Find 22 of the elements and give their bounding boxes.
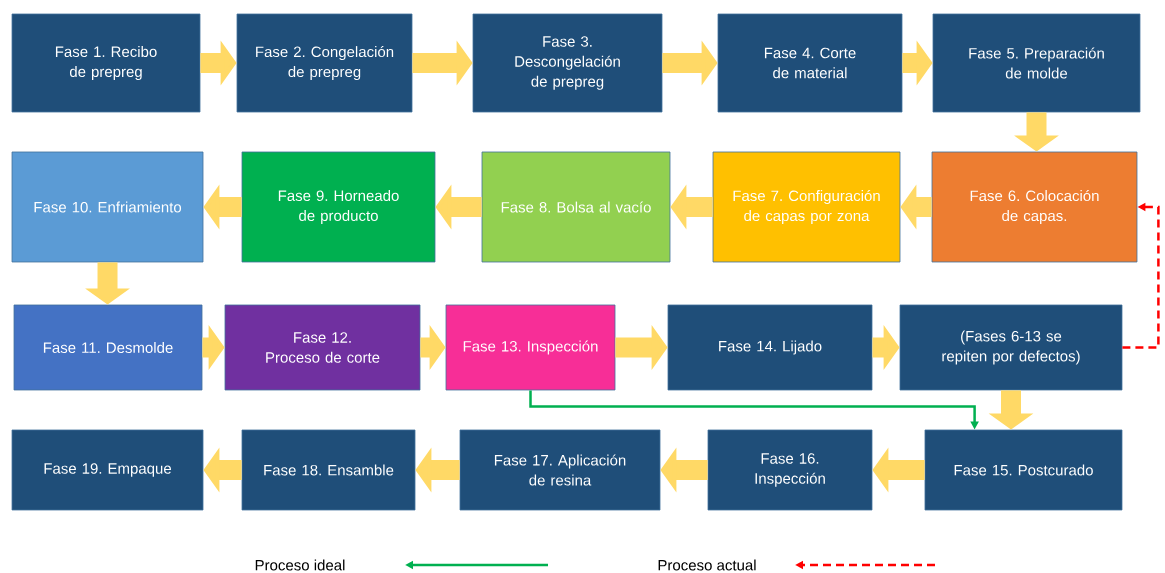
process-box: Fase 6. Colocación de capas.	[931, 151, 1138, 263]
process-box: Fase 2. Congelación de prepreg	[236, 13, 413, 113]
process-box: Fase 10. Enfriamiento	[11, 151, 204, 263]
process-box: Fase 7. Configuración de capas por zona	[712, 151, 901, 263]
process-box: Fase 4. Corte de material	[717, 13, 903, 113]
process-box: Fase 12. Proceso de corte	[224, 304, 421, 391]
process-box: Fase 15. Postcurado	[924, 429, 1123, 511]
legend-label: Proceso actual	[658, 559, 756, 571]
process-box: Fase 5. Preparación de molde	[932, 13, 1141, 113]
legend-label: Proceso ideal	[255, 559, 345, 571]
process-box: Fase 17. Aplicación de resina	[459, 429, 661, 511]
process-box: Fase 13. Inspección	[445, 304, 616, 391]
process-box: Fase 19. Empaque	[11, 429, 204, 511]
process-box: Fase 8. Bolsa al vacío	[481, 151, 671, 263]
process-box: Fase 14. Lijado	[667, 304, 873, 391]
process-box: Fase 1. Recibo de prepreg	[11, 13, 201, 113]
process-box: Fase 9. Horneado de producto	[241, 151, 436, 263]
process-box: Fase 3. Descongelación de prepreg	[472, 13, 663, 113]
process-box: Fase 11. Desmolde	[13, 304, 203, 391]
process-box: Fase 16. Inspección	[707, 429, 873, 511]
process-box: Fase 18. Ensamble	[241, 429, 416, 511]
process-box: (Fases 6-13 se repiten por defectos)	[899, 304, 1123, 391]
